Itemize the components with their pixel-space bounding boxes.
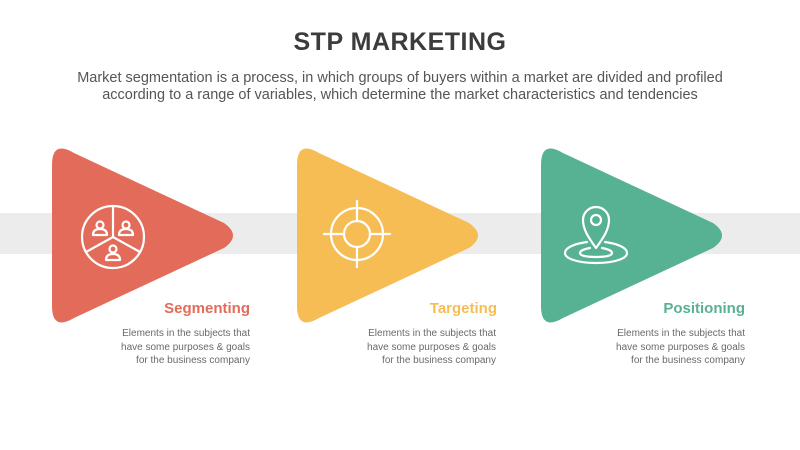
desc-line: have some purposes & goals bbox=[121, 341, 250, 353]
step-desc-positioning: Elements in the subjects that have some … bbox=[545, 327, 745, 368]
desc-line: have some purposes & goals bbox=[367, 341, 496, 353]
page-subtitle: Market segmentation is a process, in whi… bbox=[40, 70, 760, 104]
desc-line: Elements in the subjects that bbox=[122, 328, 250, 339]
step-title-positioning: Positioning bbox=[663, 300, 745, 317]
step-desc-segmenting: Elements in the subjects that have some … bbox=[50, 327, 250, 368]
step-desc-targeting: Elements in the subjects that have some … bbox=[296, 327, 496, 368]
subtitle-line-2: according to a range of variables, which… bbox=[102, 87, 698, 103]
step-title-segmenting: Segmenting bbox=[164, 300, 250, 317]
connector-band bbox=[0, 213, 800, 254]
desc-line: have some purposes & goals bbox=[616, 341, 745, 353]
desc-line: Elements in the subjects that bbox=[617, 328, 745, 339]
desc-line: for the business company bbox=[631, 355, 745, 366]
step-title-targeting: Targeting bbox=[429, 300, 497, 317]
subtitle-line-1: Market segmentation is a process, in whi… bbox=[77, 70, 723, 86]
desc-line: Elements in the subjects that bbox=[368, 328, 496, 339]
desc-line: for the business company bbox=[382, 355, 496, 366]
desc-line: for the business company bbox=[136, 355, 250, 366]
page-title: STP MARKETING bbox=[293, 28, 507, 56]
